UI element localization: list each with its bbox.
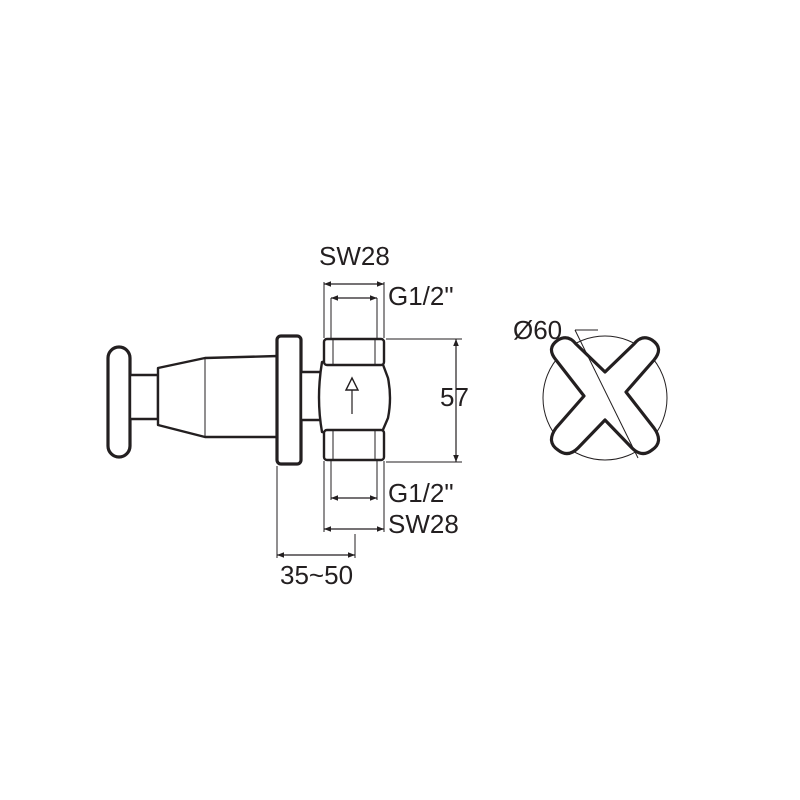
handle-knob	[106, 345, 132, 459]
front-view	[542, 329, 668, 461]
cross-handle-arm-1	[549, 336, 661, 456]
handle-rosette	[542, 335, 668, 461]
bottom-wrench-size-label: SW28	[388, 509, 459, 539]
wall-flange	[275, 334, 303, 466]
bottom-fitting	[322, 428, 386, 462]
top-wrench-size-label: SW28	[319, 241, 390, 271]
height-label: 57	[440, 382, 469, 412]
handle-diameter-label: Ø60	[513, 315, 562, 345]
top-fitting	[322, 337, 386, 367]
side-view	[106, 334, 392, 466]
bonnet	[156, 354, 280, 439]
wall-depth-label: 35~50	[280, 560, 353, 590]
bottom-thread-label: G1/2"	[388, 478, 454, 508]
flow-direction-icon	[344, 376, 360, 414]
valve-body-center	[317, 357, 392, 438]
dimension-lines	[276, 281, 462, 558]
top-thread-label: G1/2"	[388, 281, 454, 311]
spindle	[128, 373, 160, 421]
